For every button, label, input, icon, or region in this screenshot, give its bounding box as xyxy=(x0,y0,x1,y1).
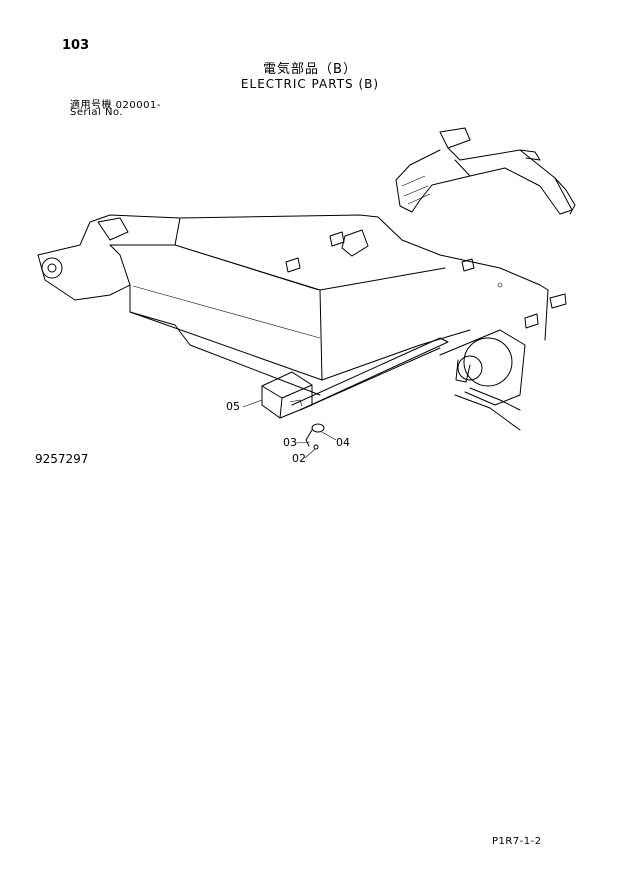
leader-lines xyxy=(242,399,337,459)
callout-label: 02 xyxy=(292,452,306,465)
page-number: 103 xyxy=(62,38,90,53)
callout-label: 04 xyxy=(336,436,350,449)
callout-label: 03 xyxy=(283,436,297,449)
clamp-parts-drawing xyxy=(305,423,325,450)
bucket-linkage-drawing xyxy=(395,127,576,215)
page-title-english: ELECTRIC PARTS (B) xyxy=(240,77,380,91)
footer-page-code: P1R7-1-2 xyxy=(492,836,542,847)
serial-range-label: 適用号機 020001- xyxy=(70,100,161,111)
drawing-number: 9257297 xyxy=(35,452,89,466)
electric-box-drawing xyxy=(261,371,313,419)
mounting-rod-drawing xyxy=(291,337,449,411)
serial-number-label: Serial No. xyxy=(70,107,124,118)
page-title-japanese: 電気部品（B） xyxy=(263,62,357,77)
boom-drawing xyxy=(37,214,567,431)
callout-label: 05 xyxy=(226,400,240,413)
